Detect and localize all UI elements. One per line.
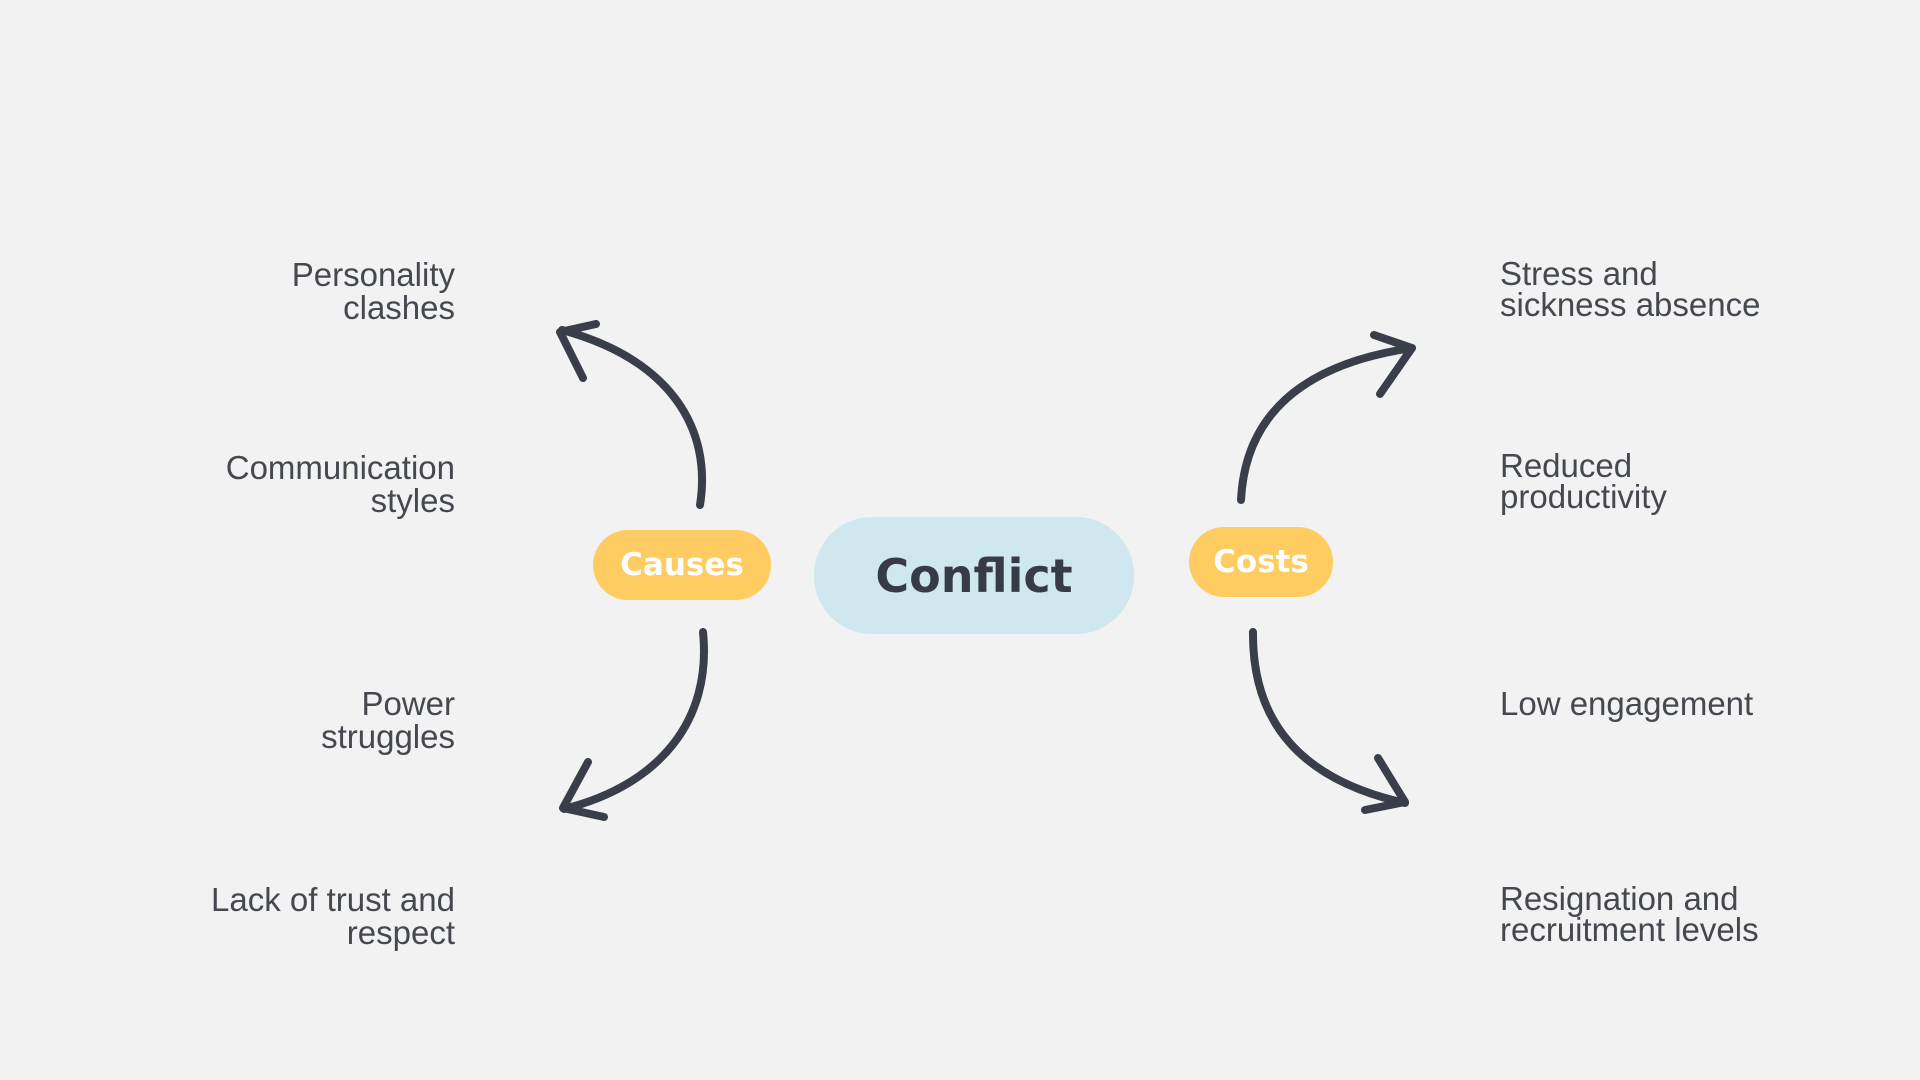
curved-arrow-icon (556, 320, 707, 509)
causes-pill: Causes (593, 530, 771, 600)
cost-line: recruitment levels (1500, 911, 1759, 949)
cost-line: Stress and (1500, 255, 1658, 292)
cost-resignation-recruitment: Resignation and recruitment levels (1500, 880, 1759, 949)
cause-line: styles (370, 482, 455, 519)
cost-line: Low engagement (1500, 685, 1754, 722)
cause-line: Communication (225, 449, 455, 486)
curved-arrow-icon (1248, 628, 1409, 814)
cost-line: productivity (1500, 478, 1667, 516)
cause-communication-styles: Communication styles (226, 451, 455, 517)
cost-low-engagement: Low engagement (1500, 687, 1753, 720)
cause-line: Personality (291, 256, 455, 293)
cause-line: struggles (321, 718, 455, 755)
cost-reduced-productivity: Reduced productivity (1500, 447, 1667, 516)
cost-line: sickness absence (1500, 286, 1761, 324)
cause-line: Power (361, 685, 455, 722)
curved-arrow-icon (559, 628, 708, 821)
cause-power-struggles: Power struggles (321, 687, 455, 753)
curved-arrow-icon (1237, 331, 1416, 504)
cause-line: respect (346, 914, 455, 951)
cause-line: Lack of trust and (211, 881, 455, 918)
cost-line: Reduced (1500, 447, 1633, 484)
cause-line: clashes (343, 289, 455, 326)
cause-personality-clashes: Personality clashes (292, 258, 455, 324)
cost-stress-sickness: Stress and sickness absence (1500, 255, 1761, 324)
conflict-center-pill: Conflict (814, 517, 1134, 634)
costs-pill: Costs (1189, 527, 1333, 597)
cost-line: Resignation and (1500, 880, 1739, 917)
cause-lack-of-trust: Lack of trust and respect (211, 883, 455, 949)
